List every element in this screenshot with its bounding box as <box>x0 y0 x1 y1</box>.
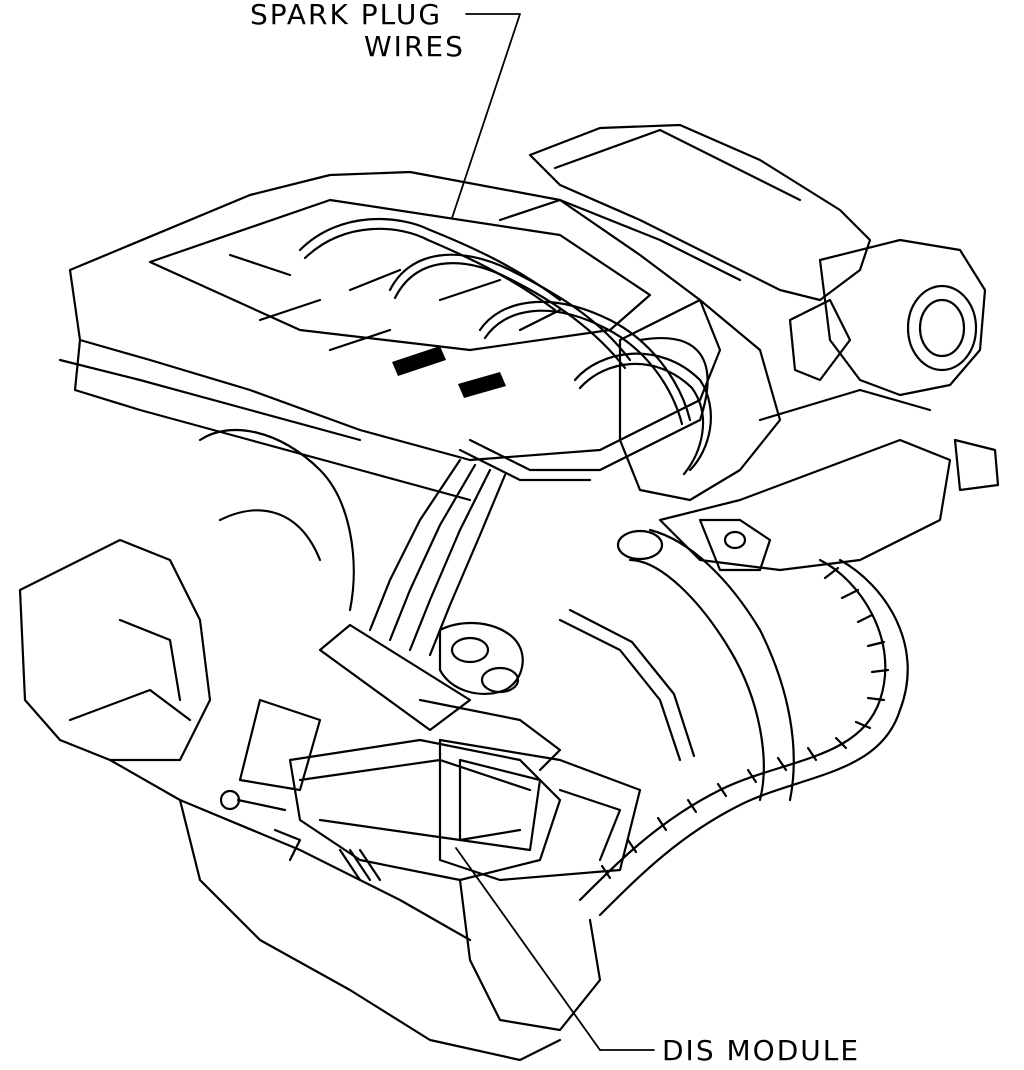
throttle-body <box>788 238 1000 492</box>
valve-cover <box>58 170 722 502</box>
dis-module <box>219 738 642 882</box>
dis-module-label: DIS MODULE <box>662 1034 861 1067</box>
dis-module-leader <box>455 847 655 1051</box>
engine-block <box>178 738 602 1062</box>
wiring-harness <box>558 558 909 917</box>
spark-plug-wires <box>298 217 712 732</box>
engine-cover-emblem <box>392 346 506 398</box>
coolant-hose <box>616 518 795 802</box>
rear-cam-cover <box>498 123 872 302</box>
spark-plug-wires-label-line2: WIRES <box>364 30 465 63</box>
coil-pack <box>418 621 562 772</box>
spark-plug-wires-label-line1: SPARK PLUG <box>250 0 443 31</box>
leader-lines <box>451 13 655 1051</box>
spark-plug-wires-leader <box>451 13 521 219</box>
front-engine-cover <box>18 428 472 942</box>
